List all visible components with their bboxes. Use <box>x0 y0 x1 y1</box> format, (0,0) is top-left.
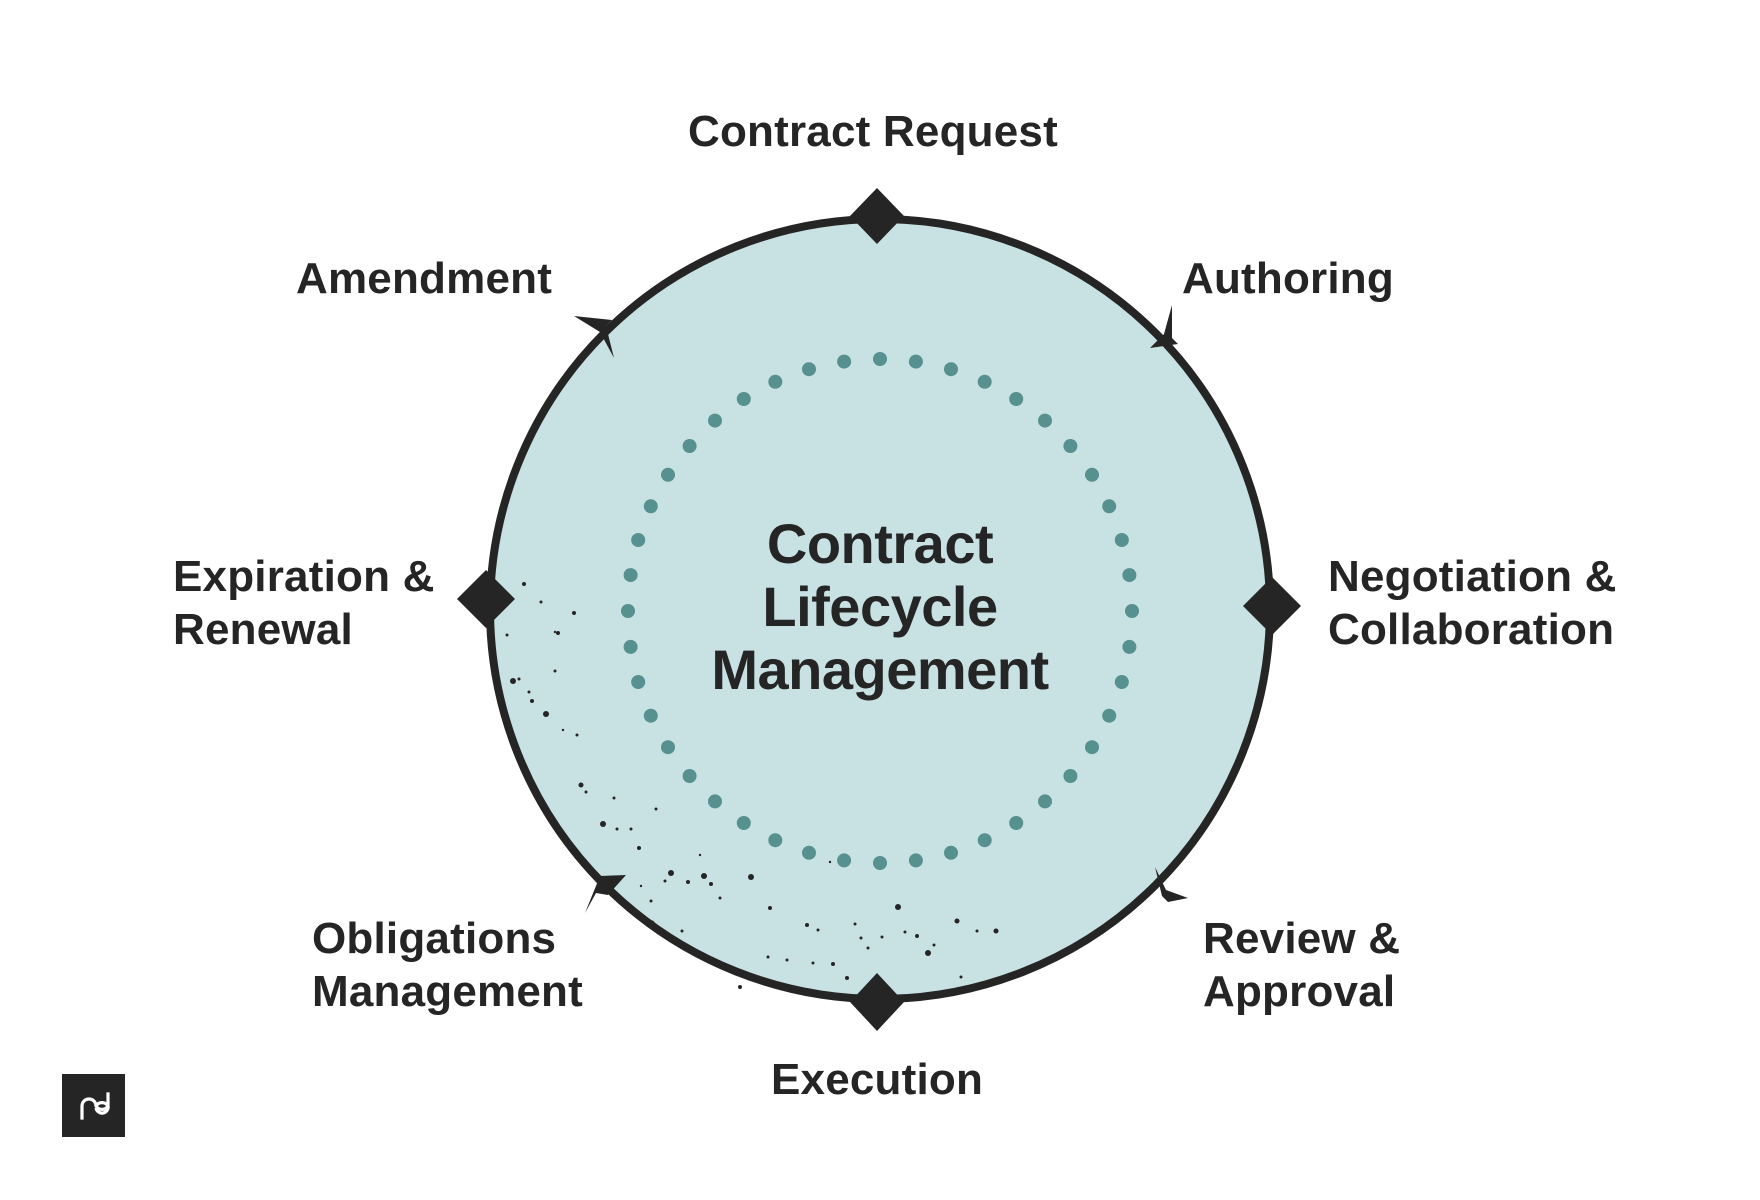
ring-dot <box>1085 740 1099 755</box>
dotted-ring <box>621 352 1139 870</box>
arrow-marker-amendment <box>574 316 614 358</box>
stage-label-line: Approval <box>1203 967 1396 1016</box>
ring-dot <box>736 816 751 830</box>
ring-dot <box>623 639 638 654</box>
ring-dot <box>1085 467 1099 482</box>
ring-dot <box>631 675 646 689</box>
stage-label-review: Review & Approval <box>1203 912 1400 1018</box>
ring-dot <box>1114 675 1129 689</box>
ring-dot <box>1122 568 1137 583</box>
ring-dot <box>1125 604 1139 618</box>
diamond-marker-left <box>457 570 515 628</box>
ring-dot <box>1009 816 1024 830</box>
pd-logo-icon <box>79 1091 110 1120</box>
stage-label-line: Obligations <box>312 914 557 963</box>
ring-dot <box>643 708 658 723</box>
ring-dot <box>873 352 887 366</box>
stage-label-amendment: Amendment <box>296 252 552 305</box>
ring-dot <box>908 853 923 868</box>
stage-label-line: Expiration & <box>173 552 435 601</box>
stage-label-execution: Execution <box>771 1053 983 1106</box>
ring-dot <box>631 533 646 547</box>
stage-label-authoring: Authoring <box>1182 252 1394 305</box>
ring-dot <box>977 374 992 389</box>
ring-dot <box>1038 413 1052 428</box>
stage-label-line: Amendment <box>296 254 553 303</box>
ring-dot <box>802 845 816 860</box>
ring-dot <box>802 362 816 377</box>
center-title-line-3: Management <box>711 638 1049 701</box>
ring-dot <box>1102 708 1117 723</box>
ring-dot <box>1102 499 1117 514</box>
ring-dot <box>661 467 675 482</box>
ring-dot <box>708 413 722 428</box>
ring-dot <box>1009 392 1024 406</box>
ring-dot <box>708 794 722 809</box>
ring-dot <box>837 853 852 868</box>
ring-dot <box>1114 533 1129 547</box>
ring-dot <box>908 354 923 369</box>
stage-label-line: Execution <box>771 1055 984 1104</box>
stage-label-line: Review & <box>1203 914 1401 963</box>
ring-dot <box>1063 439 1078 453</box>
ring-dot <box>944 845 958 860</box>
ring-dot <box>873 856 887 870</box>
ring-dot <box>1122 639 1137 654</box>
arrow-markers <box>574 305 1188 913</box>
arrow-marker-obligations <box>585 875 626 913</box>
diamond-marker-right <box>1243 577 1301 635</box>
ring-dot <box>621 604 635 618</box>
stage-label-expiration: Expiration & Renewal <box>173 550 435 656</box>
stage-label-line: Contract Request <box>688 107 1058 156</box>
arrow-marker-authoring <box>1150 305 1178 348</box>
ring-dot <box>682 769 697 783</box>
diamond-markers <box>457 188 1301 1031</box>
ring-dot <box>623 568 638 583</box>
center-title-line-2: Lifecycle <box>762 575 998 638</box>
ring-dot <box>768 374 783 389</box>
arrow-marker-review <box>1155 867 1188 902</box>
stage-label-obligations: Obligations Management <box>312 912 583 1018</box>
stage-label-line: Negotiation & <box>1328 552 1617 601</box>
ring-dot <box>736 392 751 406</box>
ring-dot <box>682 439 697 453</box>
speckle-texture <box>505 582 999 989</box>
ring-dot <box>661 740 675 755</box>
ring-dot <box>1063 769 1078 783</box>
center-title-line-1: Contract <box>766 512 994 575</box>
diamond-marker-bottom <box>850 973 904 1031</box>
stage-label-line: Management <box>312 967 583 1016</box>
ring-dot <box>837 354 852 369</box>
stage-label-line: Collaboration <box>1328 605 1615 654</box>
center-title: Contract Lifecycle Management <box>640 512 1120 701</box>
stage-label-line: Authoring <box>1182 254 1394 303</box>
ring-dot <box>643 499 658 514</box>
stage-label-negotiation: Negotiation & Collaboration <box>1328 550 1617 656</box>
ring-dot <box>944 362 958 377</box>
pandadoc-logo <box>62 1074 125 1137</box>
stage-label-line: Renewal <box>173 605 353 654</box>
ring-dot <box>977 833 992 848</box>
ring-dot <box>1038 794 1052 809</box>
ring-dot <box>768 833 783 848</box>
stage-label-contract-request: Contract Request <box>688 105 1058 158</box>
diamond-marker-top <box>850 188 904 244</box>
